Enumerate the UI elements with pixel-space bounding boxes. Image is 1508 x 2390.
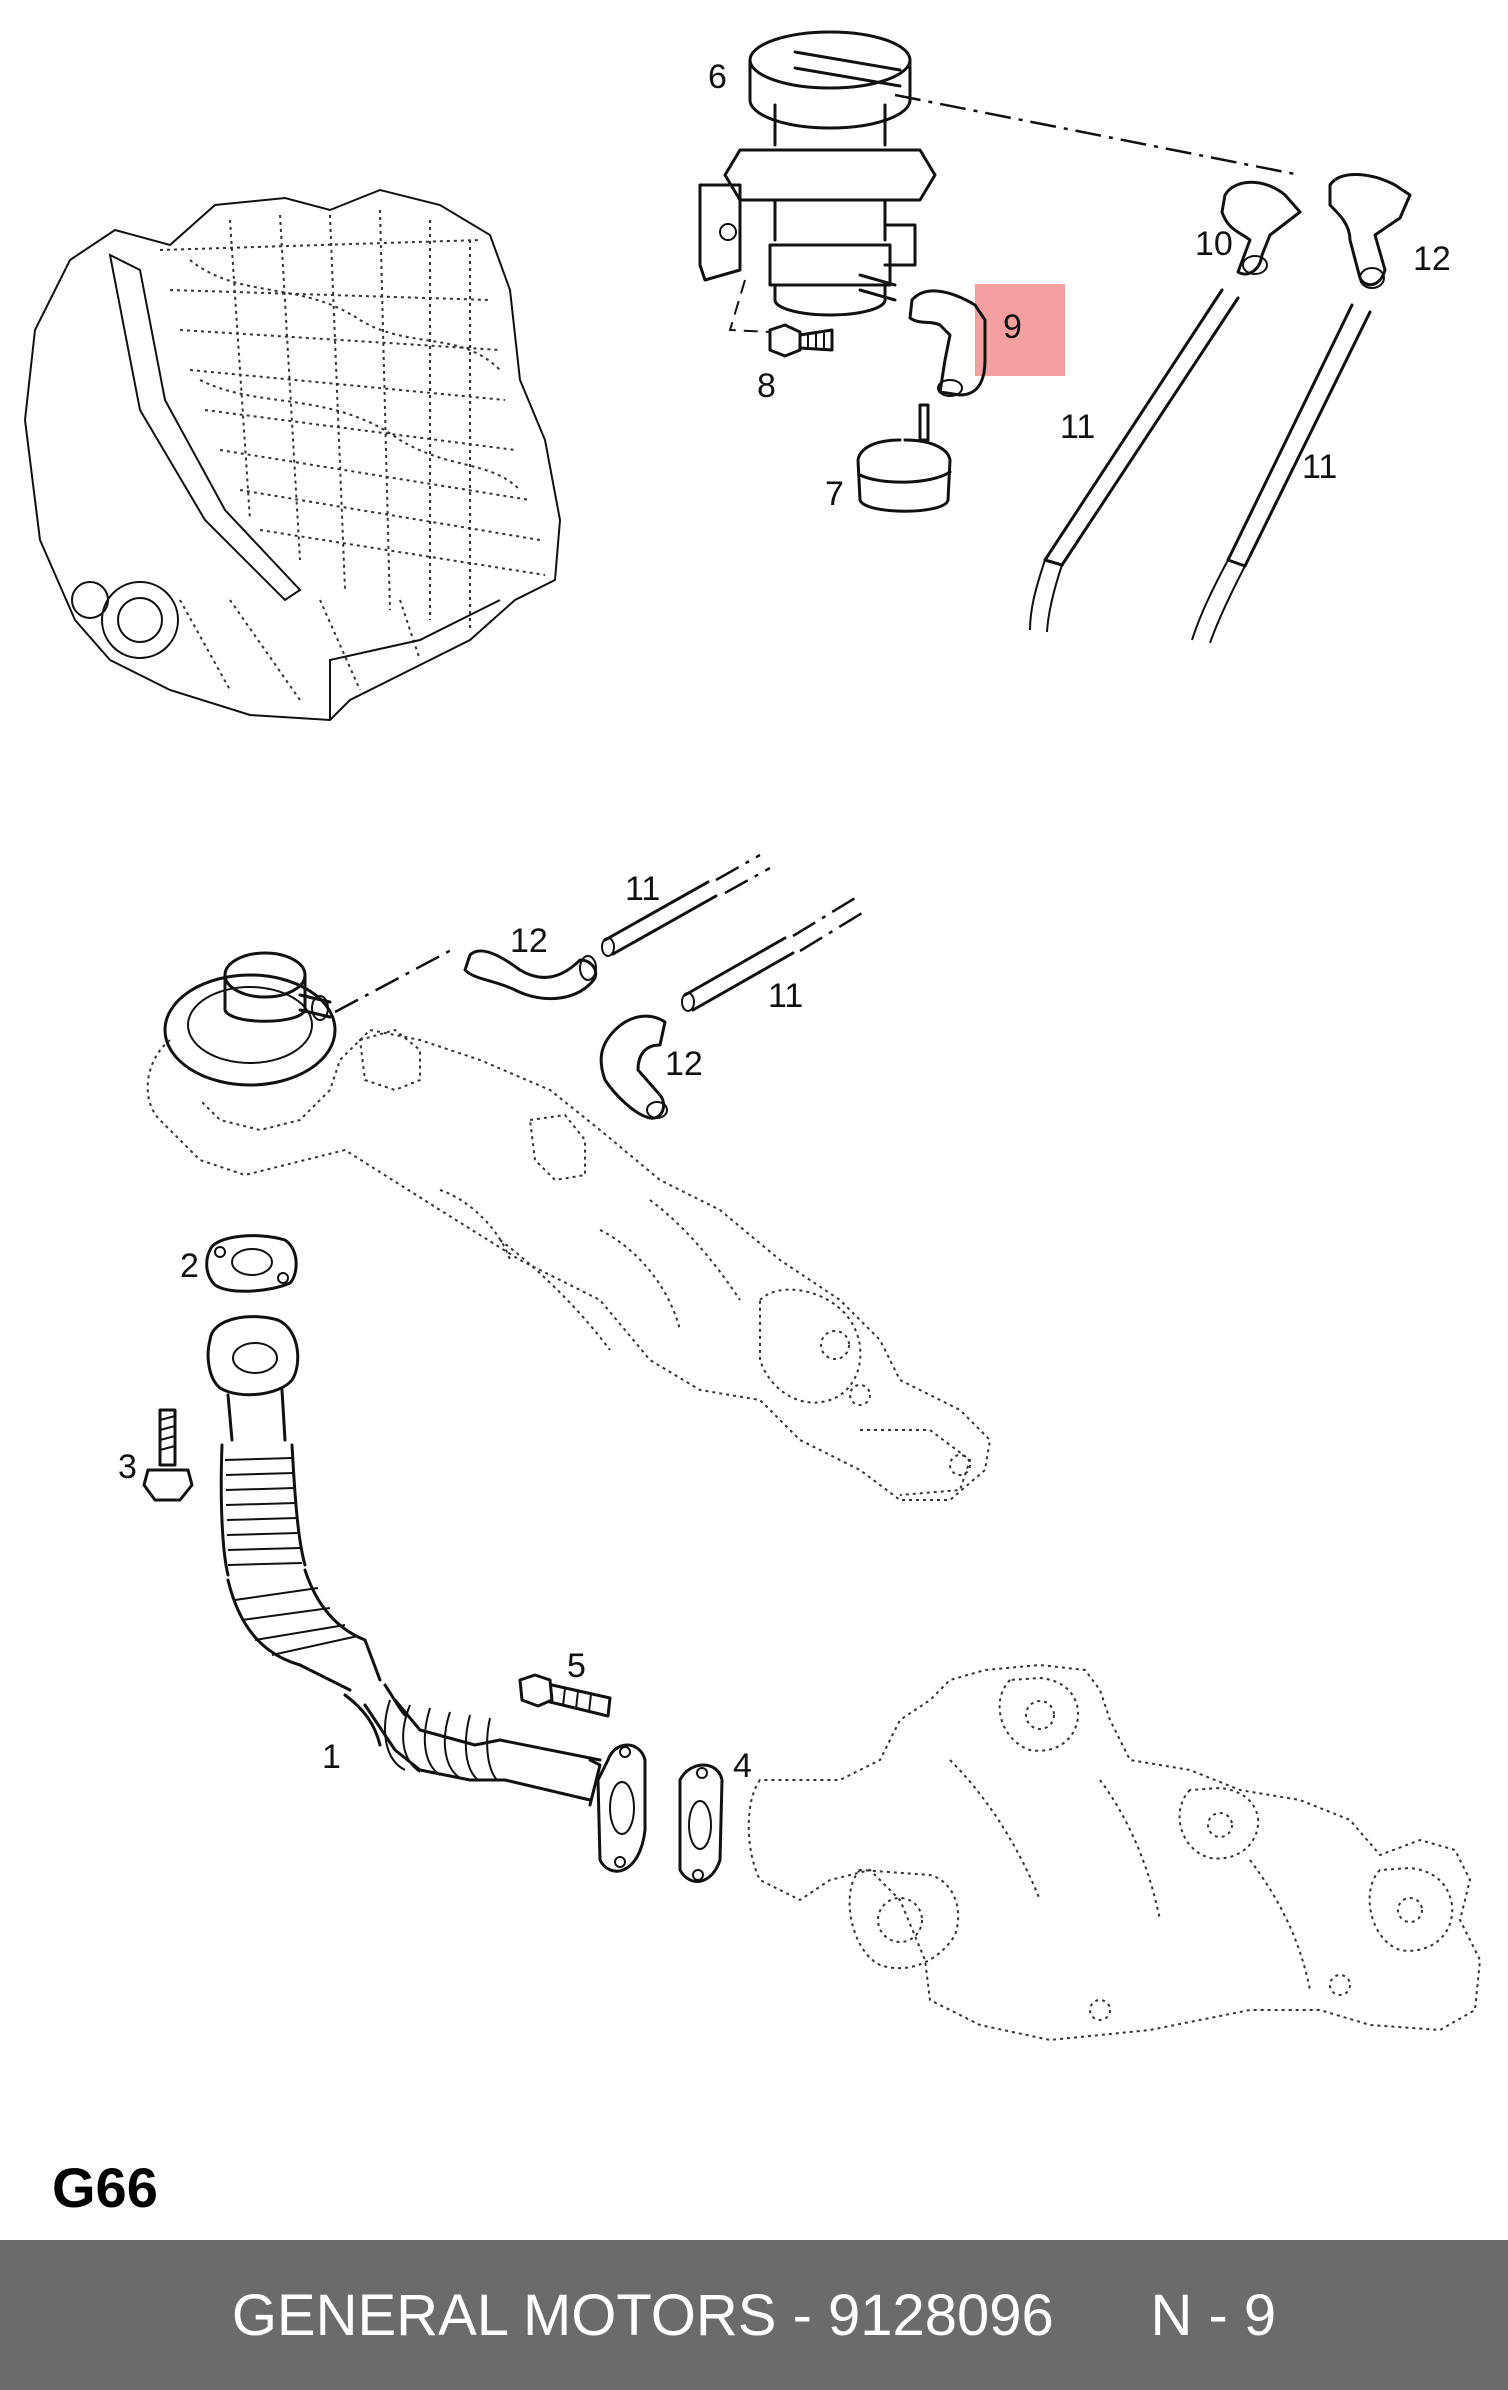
callout-11-right: 11	[1302, 448, 1337, 486]
gasket-2-illustration	[205, 1234, 298, 1293]
bolt-8-illustration	[768, 323, 834, 358]
callout-1: 1	[322, 1738, 341, 1776]
callout-10: 10	[1195, 225, 1233, 263]
footer-part-info: GENERAL MOTORS - 9128096 N - 9	[231, 2282, 1277, 2348]
callout-labels: 6 10 12 9 8 11 11 7 11 12 11 12 2 3 5 1 …	[118, 58, 1451, 1785]
bolt-leader	[728, 279, 771, 333]
exhaust-manifold-lower-illustration	[747, 1663, 1482, 2042]
diagram-code: G66	[52, 2156, 158, 2219]
callout-12-mid-upper: 12	[510, 922, 548, 960]
callout-7: 7	[825, 475, 844, 513]
hose-9-illustration	[908, 289, 987, 397]
engine-overview-illustration	[23, 188, 562, 722]
egr-pipe-1-illustration	[206, 1315, 647, 1873]
routing-line-mid	[334, 946, 456, 1014]
callout-6: 6	[708, 58, 727, 96]
tube-11-right-illustration	[1191, 303, 1372, 644]
callout-11-left: 11	[1060, 408, 1095, 446]
callout-3: 3	[118, 1448, 137, 1486]
callout-12-mid-lower: 12	[665, 1045, 703, 1083]
tube-11-left-illustration	[1029, 288, 1240, 633]
bolt-3-illustration	[142, 1408, 194, 1502]
hose-12-top-illustration	[1328, 173, 1412, 289]
callout-8: 8	[757, 367, 776, 405]
callout-12-top: 12	[1413, 240, 1451, 278]
hose-12-mid-upper-illustration	[463, 949, 598, 1001]
callout-9: 9	[1003, 308, 1022, 346]
gasket-4-illustration	[678, 1763, 724, 1883]
parts-diagram: 6 10 12 9 8 11 11 7 11 12 11 12 2 3 5 1 …	[23, 30, 1482, 2042]
hose-10-illustration	[1220, 180, 1302, 276]
exhaust-manifold-upper-illustration	[146, 1028, 992, 1501]
callout-11-mid-lower: 11	[768, 977, 803, 1015]
tube-11-mid-lower-illustration	[681, 893, 868, 1012]
routing-line-top	[894, 93, 1301, 177]
solenoid-valve-assembly	[698, 30, 937, 317]
footer-bar: GENERAL MOTORS - 9128096 N - 9	[0, 2240, 1508, 2390]
egr-valve-illustration	[163, 951, 337, 1087]
bolt-5-illustration	[518, 1673, 612, 1718]
tube-11-mid-upper-illustration	[601, 853, 771, 957]
callout-5: 5	[567, 1647, 586, 1685]
hose-12-mid-lower-illustration	[599, 1014, 668, 1120]
callout-2: 2	[180, 1247, 199, 1285]
highlight-box	[975, 284, 1065, 376]
vacuum-unit-7-illustration	[856, 403, 952, 513]
callout-4: 4	[733, 1747, 752, 1785]
callout-11-mid-upper: 11	[625, 870, 660, 908]
